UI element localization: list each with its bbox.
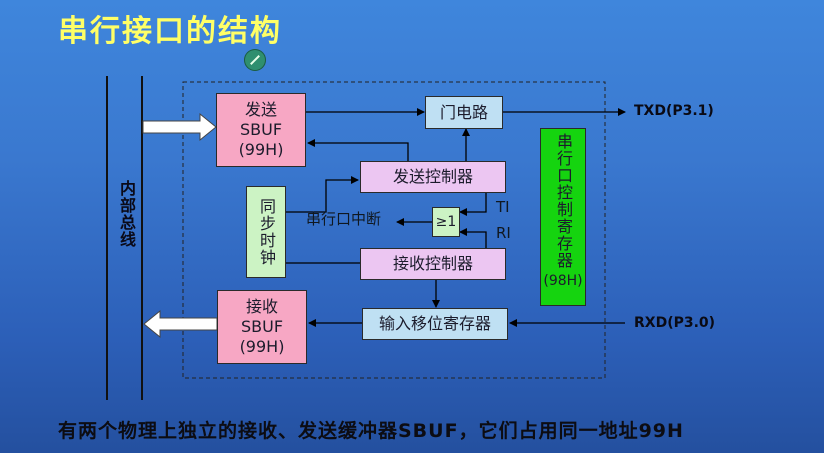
ti-line [459, 193, 487, 216]
ti-label: TI [496, 198, 510, 216]
serial-module-boundary [182, 81, 606, 379]
scon-address: (98H) [543, 273, 583, 289]
scon-label: 串行口控制寄存器 [554, 133, 573, 269]
feedback-to-sbuf-line [307, 139, 409, 161]
receive-controller-box: 接收控制器 [360, 248, 506, 280]
rxd-pin-label: RXD(P3.0) [634, 315, 716, 331]
recv-sbuf-line2: SBUF [240, 317, 284, 336]
sync-clock-box: 同步时钟 [246, 186, 286, 278]
internal-bus-label: 内部总线 [117, 180, 136, 248]
recv-sbuf-line3: (99H) [239, 337, 285, 356]
recv-to-bus-arrow [143, 309, 218, 339]
send-sbuf-line2: SBUF [239, 120, 283, 139]
serial-control-register-box: 串行口控制寄存器 (98H) [540, 128, 586, 306]
input-shift-register-box: 输入移位寄存器 [362, 308, 508, 340]
serial-interrupt-label: 串行口中断 [306, 210, 382, 228]
clock-to-sendctl-line [285, 176, 359, 213]
send-sbuf-box: 发送 SBUF (99H) [216, 93, 306, 167]
send-sbuf-line1: 发送 [244, 100, 277, 119]
ri-line [459, 228, 487, 248]
recv-sbuf-line1: 接收 [245, 297, 278, 316]
pointer-cursor-icon [244, 49, 266, 71]
receive-sbuf-box: 接收 SBUF (99H) [217, 290, 307, 364]
bus-to-send-arrow [142, 112, 217, 142]
page-title: 串行接口的结构 [58, 14, 282, 49]
sync-clock-label: 同步时钟 [257, 198, 276, 266]
send-sbuf-line3: (99H) [238, 140, 284, 159]
or-gate-box: ≥1 [432, 207, 460, 237]
send-controller-box: 发送控制器 [360, 161, 506, 193]
gate-circuit-box: 门电路 [425, 96, 503, 129]
ri-label: RI [496, 224, 511, 242]
footer-note: 有两个物理上独立的接收、发送缓冲器SBUF，它们占用同一地址99H [58, 420, 684, 442]
txd-pin-label: TXD(P3.1) [634, 103, 714, 119]
